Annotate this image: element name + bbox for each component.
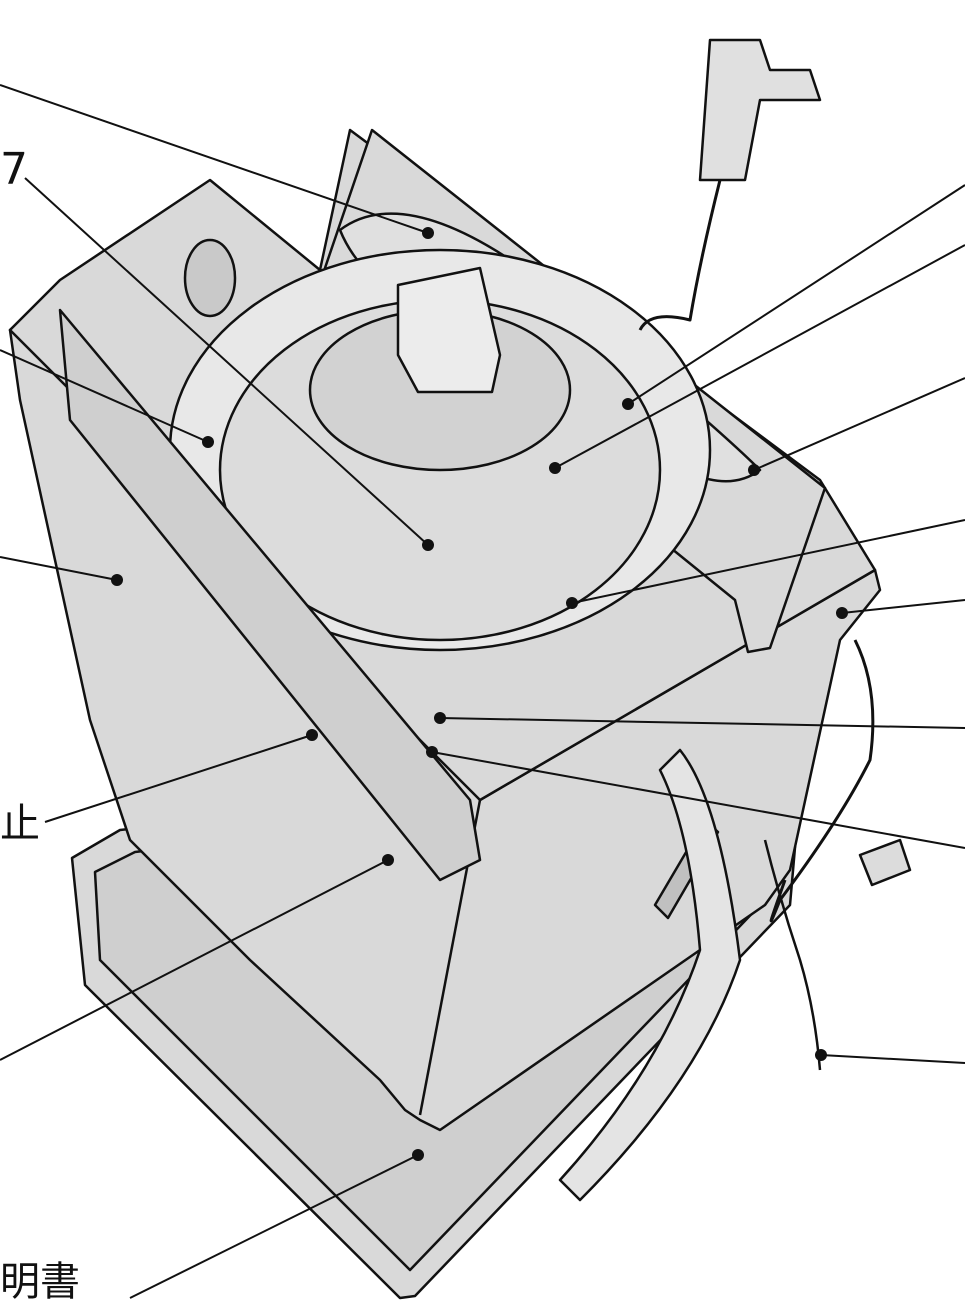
callout-dot-r6 [434, 712, 446, 724]
ground-wire [763, 839, 822, 1071]
leader-line-r1 [627, 184, 965, 405]
callout-dot-r2 [549, 462, 561, 474]
callout-dot-filter [422, 539, 434, 551]
drain-hose [558, 748, 742, 1202]
callout-dot-r7 [426, 746, 438, 758]
callout-dot-lid [422, 227, 434, 239]
leader-line-r3 [753, 377, 965, 471]
leader-line-r5 [841, 599, 965, 614]
callout-dot-start [306, 729, 318, 741]
callout-dot-r5 [836, 607, 848, 619]
callout-dot-detergent [202, 436, 214, 448]
callout-dot-foot [412, 1149, 424, 1161]
leader-line-r2 [554, 244, 965, 469]
power-cord [769, 639, 875, 923]
callout-dot-r3 [748, 464, 760, 476]
leader-line-filter [24, 177, 429, 546]
leader-line-r8 [820, 1054, 965, 1064]
leader-line-start [44, 734, 313, 823]
callout-dot-r8 [815, 1049, 827, 1061]
label-manual-text: 明書 [0, 1259, 80, 1305]
callout-dot-r1 [622, 398, 634, 410]
leader-line-r7 [431, 751, 965, 849]
lint-filter [396, 266, 502, 394]
label-control-kanji: 止 [0, 801, 40, 847]
water-faucet [698, 38, 822, 182]
label-number-7: 7 [0, 144, 28, 195]
callout-dot-power [382, 854, 394, 866]
leader-line-panel [0, 556, 118, 581]
control-panel [58, 308, 482, 882]
leader-line-lid [0, 84, 429, 234]
leader-line-foot [129, 1154, 419, 1299]
callout-dot-panel [111, 574, 123, 586]
leader-line-r4 [571, 519, 965, 604]
supply-hose [638, 179, 722, 331]
callout-dot-r4 [566, 597, 578, 609]
leader-line-power [0, 859, 389, 1061]
detergent-holder [183, 238, 237, 318]
leader-line-detergent [0, 349, 209, 443]
cord-plug [858, 838, 912, 887]
leader-line-r6 [439, 717, 965, 729]
